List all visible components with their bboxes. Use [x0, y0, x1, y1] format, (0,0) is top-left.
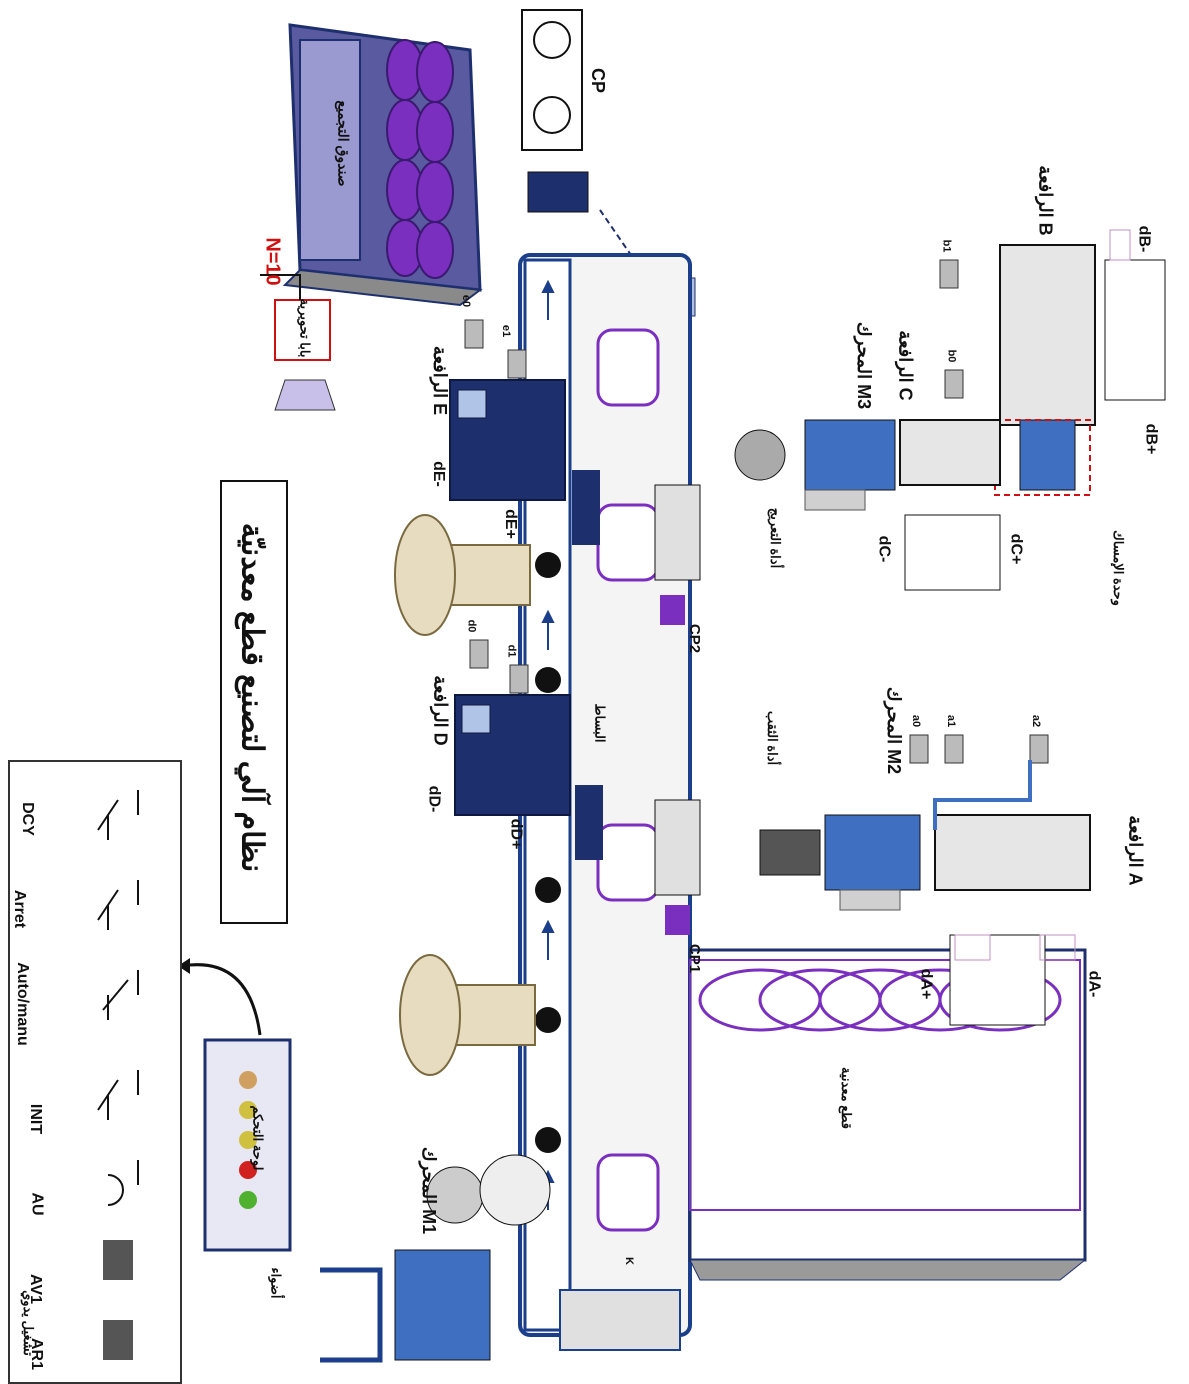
tool-holder-cp2: [654, 484, 701, 581]
cp-diagram: [521, 9, 583, 151]
cp1-label: CP1: [686, 943, 704, 974]
counter-box-label: بابا تحويرية: [297, 298, 313, 358]
cp1-sensor: [665, 905, 690, 935]
motor-m1: [320, 1154, 551, 1363]
title-frame: [220, 480, 288, 924]
buzzer-icon: [274, 379, 336, 411]
cylinder-b: [994, 244, 1096, 496]
storage-box-label: صندوق التجميع: [335, 100, 352, 187]
sensor-b1-label: b1: [940, 239, 953, 253]
dC-minus-label: dC-: [875, 535, 893, 563]
cylinder-e-head: [457, 389, 487, 419]
sensor-e0-label: e0: [460, 294, 473, 308]
cp-label: CP: [588, 67, 609, 94]
parts-on-belt: [596, 328, 660, 1232]
dE-plus-label: dE+: [501, 509, 519, 539]
legend-symbols: [97, 790, 139, 1360]
motor-m3: [734, 419, 896, 511]
a-cylinder-label: الرافعة A: [1125, 815, 1146, 886]
parts-stack: [688, 948, 1087, 1281]
c-cylinder-label: الرافعة C: [895, 330, 916, 401]
legend-arret: Arret: [11, 889, 29, 929]
legend-frame: [8, 760, 182, 1384]
control-panel-label: لوحة التحكم: [250, 1105, 266, 1171]
sensor-a1-label: a1: [945, 714, 958, 728]
distributor-a: [949, 934, 1076, 1026]
cylinder-c: [899, 419, 1001, 486]
dB-plus-label: dB+: [1142, 423, 1160, 455]
dD-minus-label: dD-: [425, 785, 443, 813]
drill-tool-label: أداة الثقب: [765, 710, 781, 766]
diagram-title: نظام آلي لتصنيع قطع معدنيّة: [235, 522, 269, 873]
cp2-sensor: [660, 595, 685, 625]
dA-plus-label: dA+: [917, 968, 935, 1000]
d-cylinder-label: الرافعة D: [430, 675, 451, 746]
storage-box: [282, 23, 483, 307]
ar1-icon: [103, 1320, 133, 1360]
cp2-label: CP2: [686, 623, 704, 654]
e-cylinder-label: الرافعة E: [430, 345, 451, 416]
au-button-icon: [107, 1160, 139, 1206]
legend-au: AU: [28, 1192, 46, 1216]
pupitre-label: أضواء: [268, 1267, 284, 1299]
arret-switch-icon: [97, 880, 139, 930]
panel-arrowhead: [178, 958, 190, 974]
cylinder-a: [934, 814, 1091, 891]
av1-icon: [103, 1240, 133, 1280]
m3-motor-label: المحرك M3: [854, 321, 875, 410]
clamp-unit-label: وحدة الإمساك: [1110, 530, 1126, 606]
counter-wire: [260, 274, 301, 300]
dB-minus-label: dB-: [1135, 225, 1153, 253]
control-panel: [203, 1038, 292, 1252]
cylinder-d-head: [461, 704, 491, 734]
dcy-switch-icon: [97, 790, 139, 840]
sensor-a0-label: a0: [910, 714, 923, 728]
auto-manu-switch-icon: [102, 970, 139, 1020]
pusher-e: [572, 470, 600, 545]
legend-dcy: DCY: [18, 802, 36, 836]
sensor-d0-label: d0: [465, 619, 478, 633]
b-cylinder-label: الرافعة B: [1035, 165, 1056, 236]
sensor-k-label: K: [622, 1257, 635, 1265]
distributor-b: [1104, 229, 1166, 401]
photo-emitter: [527, 171, 589, 213]
exit-ramps: [394, 514, 536, 1076]
parts-stack-label: قطع معدنية: [838, 1067, 854, 1129]
m2-motor-label: المحرك M2: [884, 686, 905, 775]
legend-init: INIT: [27, 1103, 45, 1135]
sensor-e1-label: e1: [500, 324, 513, 338]
hose-a: [933, 760, 1032, 830]
grinder-tool-label: أداة التعريج: [768, 507, 784, 569]
panel-arrow: [189, 963, 262, 1036]
counter-n-label: N=10: [261, 237, 284, 286]
sensor-d1-label: d1: [505, 644, 518, 658]
dD-plus-label: dD+: [507, 818, 525, 850]
limit-sensors: [464, 259, 1049, 764]
init-switch-icon: [97, 1070, 139, 1120]
motor-m2: [759, 814, 921, 911]
legend-auto-manu: Auto/manu: [13, 962, 31, 1046]
dA-minus-label: dA-: [1085, 970, 1103, 998]
sensor-b0-label: b0: [945, 349, 958, 363]
dE-minus-label: dE-: [429, 461, 447, 487]
tool-holder-cp1: [654, 799, 701, 896]
sensor-a2-label: a2: [1030, 714, 1043, 728]
legend-manual-note: تشغيل يدوي: [20, 1290, 36, 1356]
distributor-c: [904, 514, 1001, 591]
pusher-d: [575, 785, 603, 860]
belt-label: البساط: [592, 703, 608, 743]
dC-plus-label: dC+: [1007, 533, 1025, 565]
counter-box: [274, 299, 331, 361]
m1-motor-label: المحرك M1: [419, 1146, 440, 1235]
